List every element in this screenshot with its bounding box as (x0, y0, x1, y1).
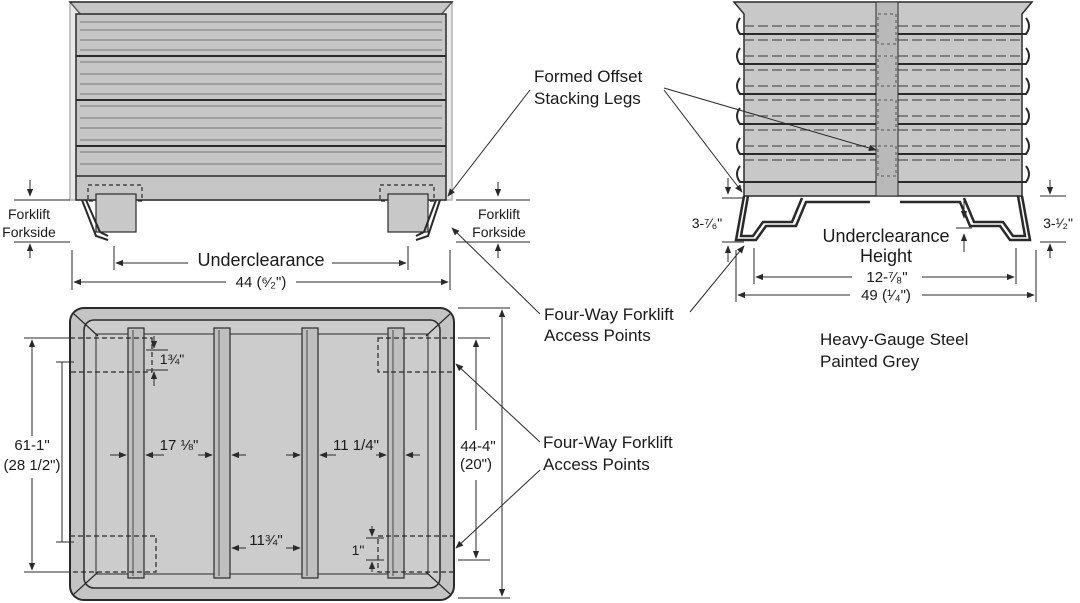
callout-access-points-bottom: Four-Way Forklift Access Points (455, 363, 673, 549)
front-forkside-left: Forklift Forkside (2, 180, 70, 258)
access-points-top-line2: Access Points (544, 326, 651, 345)
top-spacing-left-dimension: 17 ⅛" (110, 437, 213, 459)
side-container-body (732, 1, 1034, 197)
top-inner-length-dimension: 44-4" (20") (458, 307, 510, 599)
top-rail-width-dimension: 1¾" (146, 336, 184, 386)
pocket-offset-label: 1" (352, 542, 365, 558)
top-pocket-offset-dimension: 1" (352, 526, 384, 572)
forkside-left-line2: Forkside (2, 224, 56, 240)
spacing-left-label: 17 ⅛" (160, 437, 199, 454)
length-line2: (28 1/2") (3, 457, 60, 474)
front-container-body (68, 1, 454, 201)
underclearance-height-line1: Underclearance (822, 226, 949, 246)
stacking-legs-line1: Formed Offset (534, 67, 643, 86)
outer-width-label: 49 (¹⁄₄") (861, 287, 911, 304)
callout-stacking-legs: Formed Offset Stacking Legs (447, 67, 877, 197)
side-leg-height-left: 3-⁷⁄₆" (692, 178, 744, 262)
top-corner-lines (73, 313, 451, 595)
inner-length-line2: (20") (460, 456, 492, 473)
top-length-dimension: 61-1" (28 1/2") (3, 337, 74, 573)
front-width-label: 44 (⁶⁄₂") (236, 274, 287, 291)
underclearance-height-line2: Height (860, 246, 912, 266)
underclearance-label: Underclearance (197, 250, 324, 270)
top-view (69, 307, 455, 601)
forkside-left-line1: Forklift (8, 206, 50, 222)
access-points-top-line1: Four-Way Forklift (544, 305, 674, 324)
front-stacking-legs (81, 199, 441, 241)
side-leg-height-right: 3-¹⁄₂" (1040, 180, 1073, 258)
leg-height-left-label: 3-⁷⁄₆" (692, 215, 722, 231)
top-spacing-center-dimension: 11¾" (231, 532, 301, 552)
access-points-bottom-line1: Four-Way Forklift (543, 433, 673, 452)
forkside-right-line2: Forkside (472, 224, 526, 240)
material-line2: Painted Grey (820, 352, 920, 371)
front-underclearance-dimension: Underclearance (113, 246, 409, 270)
rail-width-label: 1¾" (160, 351, 184, 367)
material-line1: Heavy-Gauge Steel (820, 330, 968, 349)
top-fork-pockets (69, 337, 455, 573)
top-runner-rails (127, 327, 405, 579)
side-stacking-legs (734, 195, 1032, 242)
top-container-inner (83, 319, 441, 589)
stacking-legs-line2: Stacking Legs (534, 89, 641, 108)
length-line1: 61-1" (14, 437, 49, 454)
side-outer-width: 49 (¹⁄₄") (735, 250, 1037, 304)
side-view (732, 1, 1034, 242)
callout-material: Heavy-Gauge Steel Painted Grey (820, 330, 968, 371)
front-view (68, 1, 454, 241)
inner-length-line1: 44-4" (460, 438, 495, 455)
forkside-right-line1: Forklift (478, 206, 520, 222)
spacing-right-label: 11 1/4" (333, 437, 379, 454)
front-fork-pockets (87, 184, 435, 233)
side-inner-width: 12-⁷⁄₈" (753, 248, 1017, 286)
side-underclearance-height: Underclearance Height (822, 198, 972, 266)
top-spacing-right-dimension: 11 1/4" (319, 437, 420, 459)
front-width-dimension: 44 (⁶⁄₂") (71, 250, 451, 291)
spacing-center-label: 11¾" (249, 532, 282, 549)
leg-height-right-label: 3-¹⁄₂" (1043, 215, 1073, 231)
callout-access-points-top: Four-Way Forklift Access Points (451, 227, 745, 345)
front-forkside-right: Forklift Forkside (456, 182, 530, 258)
access-points-bottom-line2: Access Points (543, 455, 650, 474)
inner-width-label: 12-⁷⁄₈" (866, 269, 907, 286)
